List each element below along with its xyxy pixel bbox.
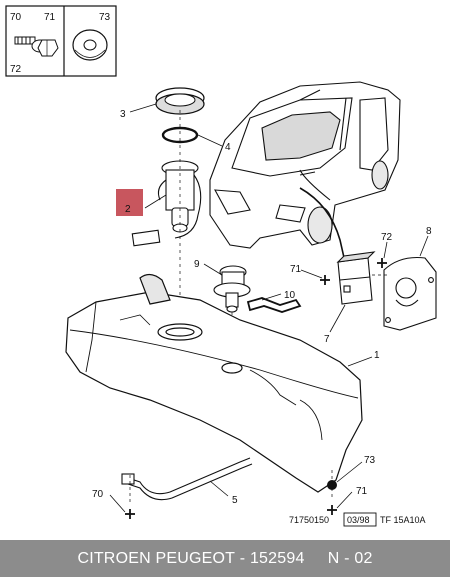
callout-71-module: 71 bbox=[290, 264, 302, 275]
callout-4: 4 bbox=[225, 142, 231, 153]
reference-date: 03/98 bbox=[347, 515, 370, 525]
fuel-pump-part bbox=[157, 160, 202, 239]
callout-3: 3 bbox=[120, 109, 126, 120]
callout-7: 7 bbox=[324, 334, 330, 345]
legend-label-73: 73 bbox=[99, 12, 111, 23]
hardware-legend-box: 70 71 72 73 bbox=[5, 5, 117, 77]
bracket-part bbox=[383, 256, 437, 331]
control-module-part bbox=[336, 251, 376, 305]
callout-73: 73 bbox=[364, 455, 376, 466]
highlight-callout-2 bbox=[116, 189, 143, 216]
washer-icon bbox=[72, 29, 108, 61]
footer-brand: CITROEN PEUGEOT bbox=[77, 549, 236, 567]
regulator-part bbox=[213, 265, 251, 313]
lock-ring-part bbox=[155, 87, 205, 115]
callout-70: 70 bbox=[92, 489, 104, 500]
callout-5: 5 bbox=[232, 495, 238, 506]
legend-label-70: 70 bbox=[10, 12, 22, 23]
callout-2: 2 bbox=[125, 204, 131, 215]
date-box bbox=[343, 512, 377, 527]
reference-part-number: 71750150 bbox=[289, 515, 329, 525]
vehicle-illustration bbox=[209, 81, 401, 263]
callout-1: 1 bbox=[374, 350, 380, 361]
callout-10: 10 bbox=[284, 290, 296, 301]
reference-code: TF 15A10A bbox=[380, 515, 426, 525]
footer-part-number: 152594 bbox=[249, 549, 305, 567]
seal-ring-part bbox=[161, 126, 199, 144]
leader-lines bbox=[109, 103, 429, 513]
footer-page: N - 02 bbox=[327, 549, 373, 567]
filter-part bbox=[131, 229, 161, 247]
footer-separator: - bbox=[235, 549, 250, 567]
parts-diagram: 70 71 72 73 bbox=[5, 5, 437, 527]
callout-71-tank: 71 bbox=[356, 486, 368, 497]
legend-label-72: 72 bbox=[10, 64, 22, 75]
legend-label-71: 71 bbox=[44, 12, 56, 23]
callout-8: 8 bbox=[426, 226, 432, 237]
fastener-marks bbox=[125, 258, 387, 519]
strap-part bbox=[121, 457, 253, 501]
footer-bar: CITROEN PEUGEOT - 152594 N - 02 bbox=[0, 540, 450, 577]
callout-9: 9 bbox=[194, 259, 200, 270]
footer-spacer bbox=[305, 550, 328, 568]
gasket-part bbox=[246, 297, 302, 313]
fuel-tank-part bbox=[65, 273, 363, 493]
callout-72: 72 bbox=[381, 232, 393, 243]
bolt-icon bbox=[14, 36, 59, 57]
